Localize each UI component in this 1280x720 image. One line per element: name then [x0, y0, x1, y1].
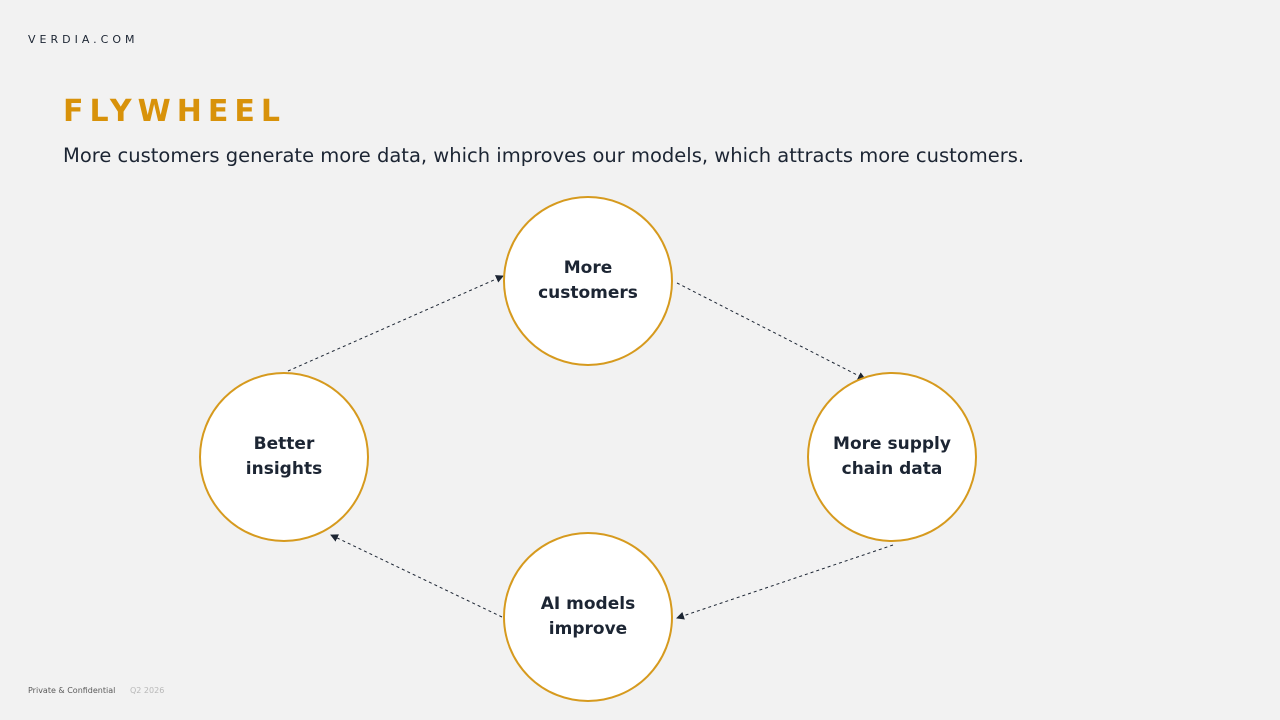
footer-confidential: Private & Confidential	[28, 686, 116, 695]
node-label-ai-models-improve: AI models improve	[540, 594, 636, 639]
arrow-insights-to-customers	[287, 275, 504, 372]
page-title: FLYWHEEL	[63, 94, 286, 129]
brand-wordmark: VERDIA.COM	[28, 33, 139, 46]
arrow-models-to-insights	[330, 534, 503, 618]
arrow-customers-to-data	[676, 282, 866, 380]
node-more-supply-chain-data: More supply chain data	[807, 372, 977, 542]
arrow-data-to-models	[676, 544, 894, 620]
footer-period: Q2 2026	[130, 686, 165, 695]
node-label-better-insights: Better insights	[245, 434, 323, 479]
node-ai-models-improve: AI models improve	[503, 532, 673, 702]
node-more-customers: More customers	[503, 196, 673, 366]
node-better-insights: Better insights	[199, 372, 369, 542]
node-label-more-customers: More customers	[538, 258, 638, 303]
page-subtitle: More customers generate more data, which…	[63, 144, 1025, 167]
node-label-more-supply-chain-data: More supply chain data	[833, 434, 951, 479]
